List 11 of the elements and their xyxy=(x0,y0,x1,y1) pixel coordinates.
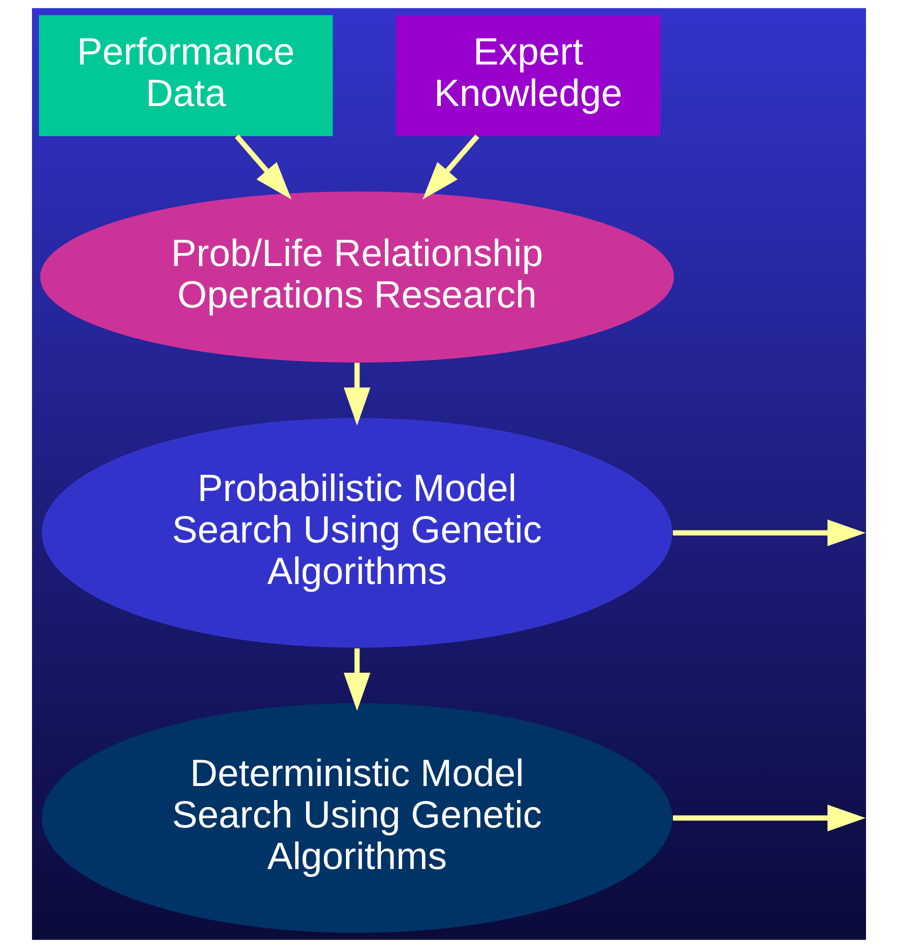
arrow xyxy=(234,134,292,200)
node-box: Performance Data xyxy=(38,15,332,136)
node-box: Expert Knowledge xyxy=(395,15,660,136)
arrow xyxy=(422,134,479,200)
node-ellipse: Deterministic Model Search Using Genetic Algorithms xyxy=(41,703,672,933)
node-ellipse: Probabilistic Model Search Using Genetic Algorithms xyxy=(41,418,672,648)
arrow xyxy=(343,362,370,426)
arrow xyxy=(672,520,866,546)
node-ellipse: Prob/Life Relationship Operations Research xyxy=(40,191,674,363)
arrow xyxy=(672,804,866,832)
arrow xyxy=(343,648,370,711)
